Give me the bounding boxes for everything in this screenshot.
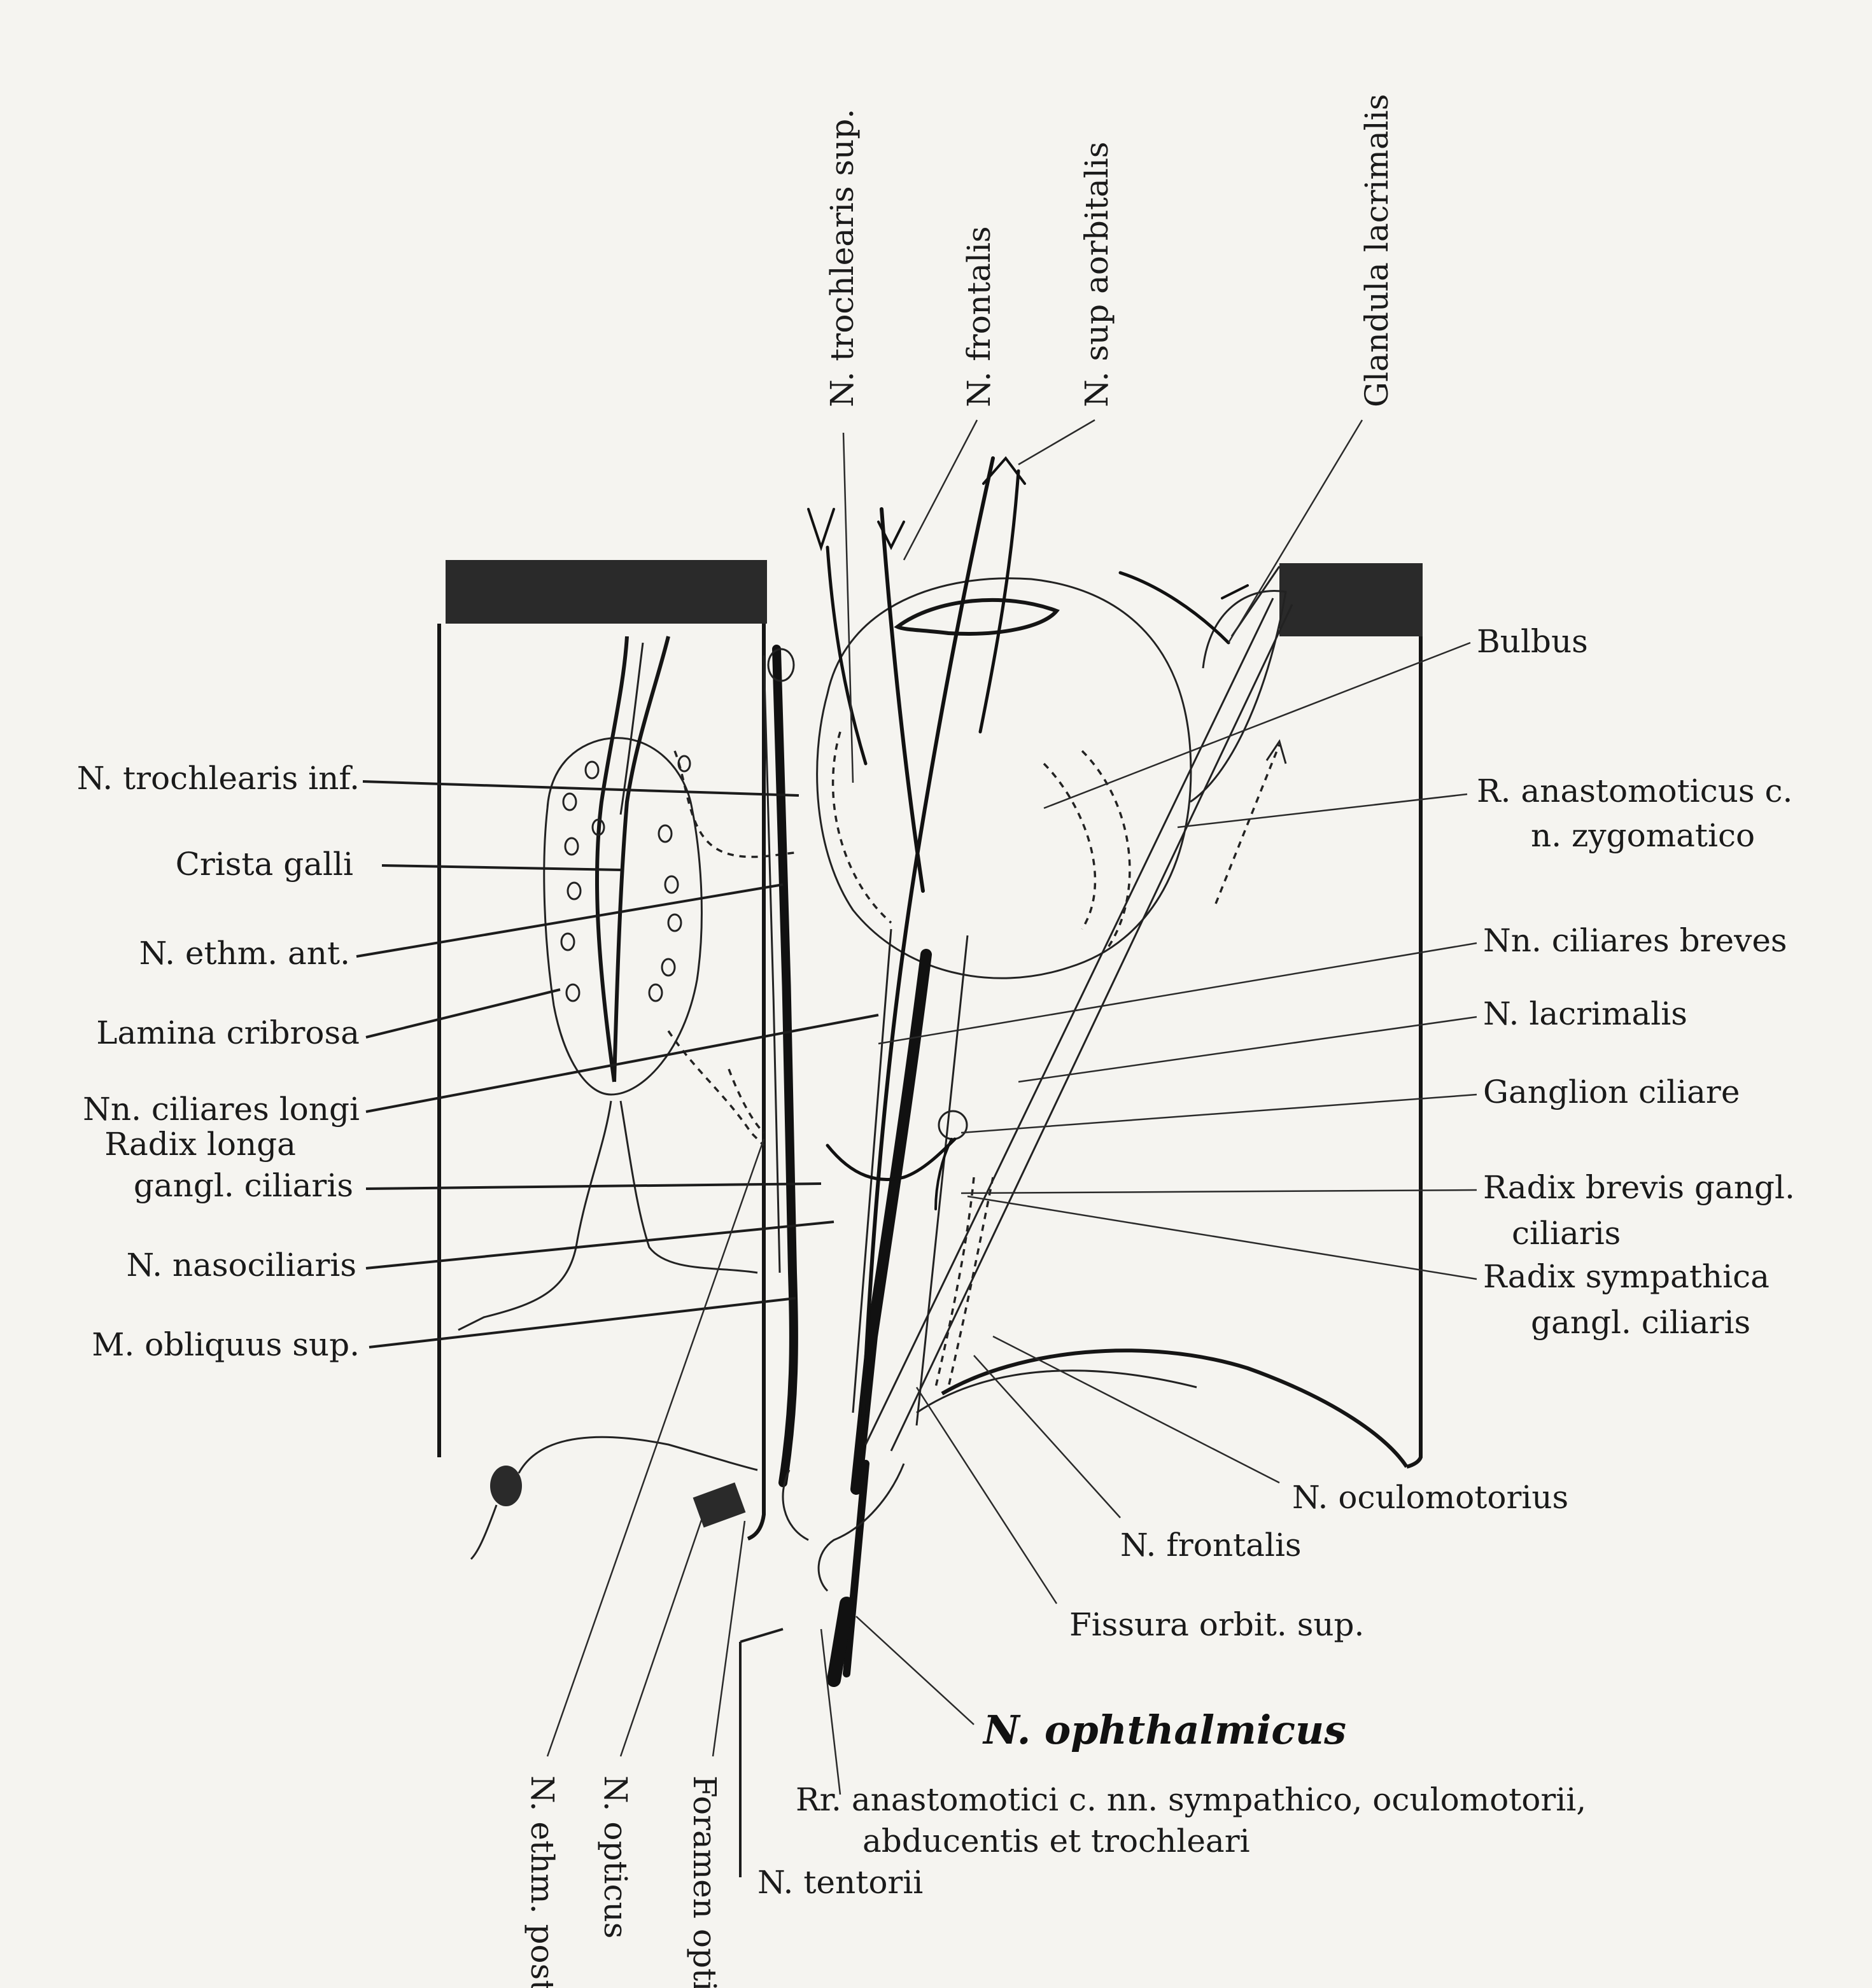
label-radix-sympathica-2: gangl. ciliaris (1531, 1304, 1750, 1341)
label-frontalis-bottom: N. frontalis (1120, 1527, 1302, 1564)
label-radix-brevis-2: ciliaris (1512, 1215, 1621, 1252)
label-rr-anastomotici-2: abducentis et trochleari (862, 1823, 1250, 1859)
label-radix-brevis: Radix brevis gangl. (1483, 1169, 1795, 1206)
leader-lines (356, 420, 1477, 1877)
label-radix-longa-2: gangl. ciliaris (134, 1167, 353, 1204)
label-trochlearis-inf: N. trochlearis inf. (77, 760, 360, 797)
lamina-cribrosa-plate (458, 636, 796, 1330)
label-glandula-lacrimalis: Glandula lacrimalis (1358, 94, 1395, 407)
label-anastomoticus-2: n. zygomatico (1531, 817, 1755, 854)
label-obliquus-sup: M. obliquus sup. (92, 1326, 360, 1363)
bulbus (817, 578, 1191, 978)
label-ciliares-longi: Nn. ciliares longi (83, 1091, 360, 1128)
label-opticus: N. opticus (597, 1775, 634, 1938)
label-foramen-opticum: Foramen opticum (686, 1775, 723, 1988)
label-ethm-post: N. ethm. post. (524, 1775, 561, 1988)
label-supraorbitalis: N. sup aorbitalis (1078, 142, 1115, 407)
label-nasociliaris: N. nasociliaris (127, 1247, 356, 1284)
label-ethm-ant: N. ethm. ant. (139, 935, 350, 972)
label-fissura-orbit: Fissura orbit. sup. (1069, 1606, 1364, 1643)
label-bulbus: Bulbus (1477, 623, 1588, 660)
label-ciliares-breves: Nn. ciliares breves (1483, 922, 1787, 959)
label-lamina-cribrosa: Lamina cribrosa (96, 1014, 360, 1051)
label-ophthalmicus: N. ophthalmicus (982, 1707, 1346, 1753)
label-crista-galli: Crista galli (176, 846, 353, 883)
left-frame (439, 560, 767, 1539)
label-tentorii: N. tentorii (757, 1864, 923, 1901)
label-ganglion-ciliare: Ganglion ciliare (1483, 1074, 1740, 1110)
label-trochlearis-sup: N. trochlearis sup. (824, 109, 861, 407)
label-oculomotorius: N. oculomotorius (1292, 1479, 1568, 1516)
label-radix-longa: Radix longa (104, 1126, 296, 1163)
label-lacrimalis: N. lacrimalis (1483, 995, 1687, 1032)
label-radix-sympathica: Radix sympathica (1483, 1258, 1770, 1295)
label-frontalis-top: N. frontalis (961, 226, 997, 407)
label-anastomoticus: R. anastomoticus c. (1477, 773, 1792, 809)
label-rr-anastomotici: Rr. anastomotici c. nn. sympathico, ocul… (796, 1781, 1586, 1818)
